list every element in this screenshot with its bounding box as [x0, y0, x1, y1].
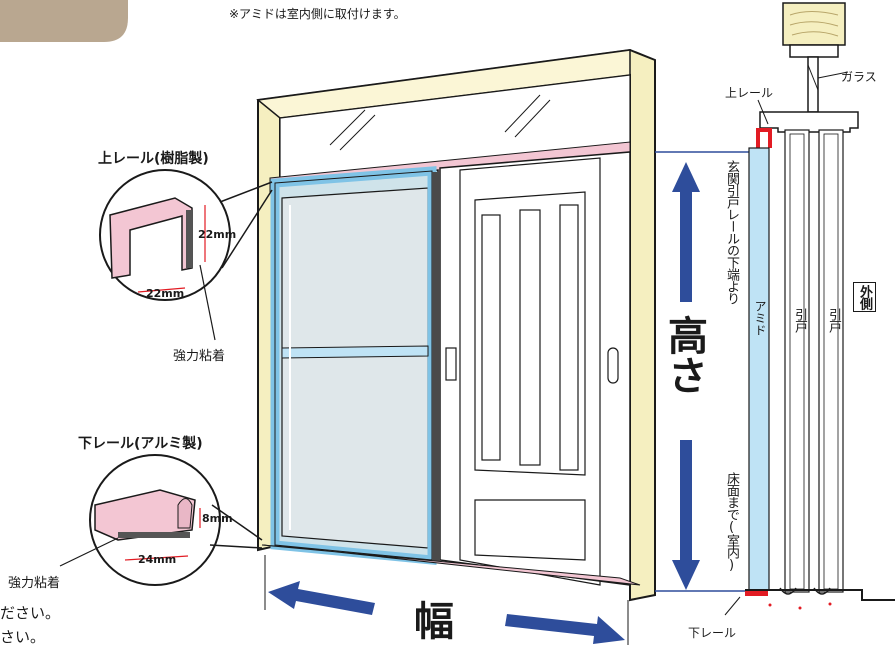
height-label: 高さ — [661, 315, 707, 395]
bottom-note-2: さい。 — [0, 628, 46, 646]
upper-rail-title: 上レール(樹脂製) — [98, 151, 209, 167]
sliding-door-right — [439, 151, 631, 586]
upper-adhesive-label: 強力粘着 — [173, 349, 226, 364]
sliding-door-label-2: 引戸 — [826, 308, 841, 332]
upper-rail-height: 22mm — [198, 228, 237, 241]
section-lower-rail-label: 下レール — [688, 626, 737, 640]
top-note: ※アミドは室内側に取付けます。 — [229, 7, 406, 21]
upper-rail-width: 22mm — [146, 287, 185, 300]
width-label: 幅 — [414, 599, 454, 645]
upper-rail-callout — [99, 169, 273, 341]
measure-from-label: 玄関引戸レールの下端より — [724, 160, 739, 304]
screen-door — [270, 166, 440, 565]
sliding-door-label-1: 引戸 — [792, 308, 807, 332]
outside-label: 外側 — [853, 282, 876, 312]
lower-rail-title: 下レール(アルミ製) — [78, 436, 203, 452]
lower-adhesive-label: 強力粘着 — [8, 576, 61, 591]
corner-photo — [0, 0, 128, 42]
lower-rail-strip — [261, 544, 641, 586]
lower-rail-width: 24mm — [138, 553, 177, 566]
section-upper-rail-label: 上レール — [725, 86, 774, 100]
height-arrow — [655, 151, 760, 592]
measure-to-label: 床面まで(室内) — [724, 472, 739, 572]
glass-label: ガラス — [841, 70, 877, 84]
section-drawing — [724, 2, 895, 616]
lower-rail-height: 8mm — [202, 512, 233, 525]
lower-rail-callout — [59, 454, 263, 586]
bottom-note-1: ださい。 — [0, 604, 61, 622]
amido-label: アミド — [753, 300, 767, 336]
width-arrow — [264, 555, 629, 645]
